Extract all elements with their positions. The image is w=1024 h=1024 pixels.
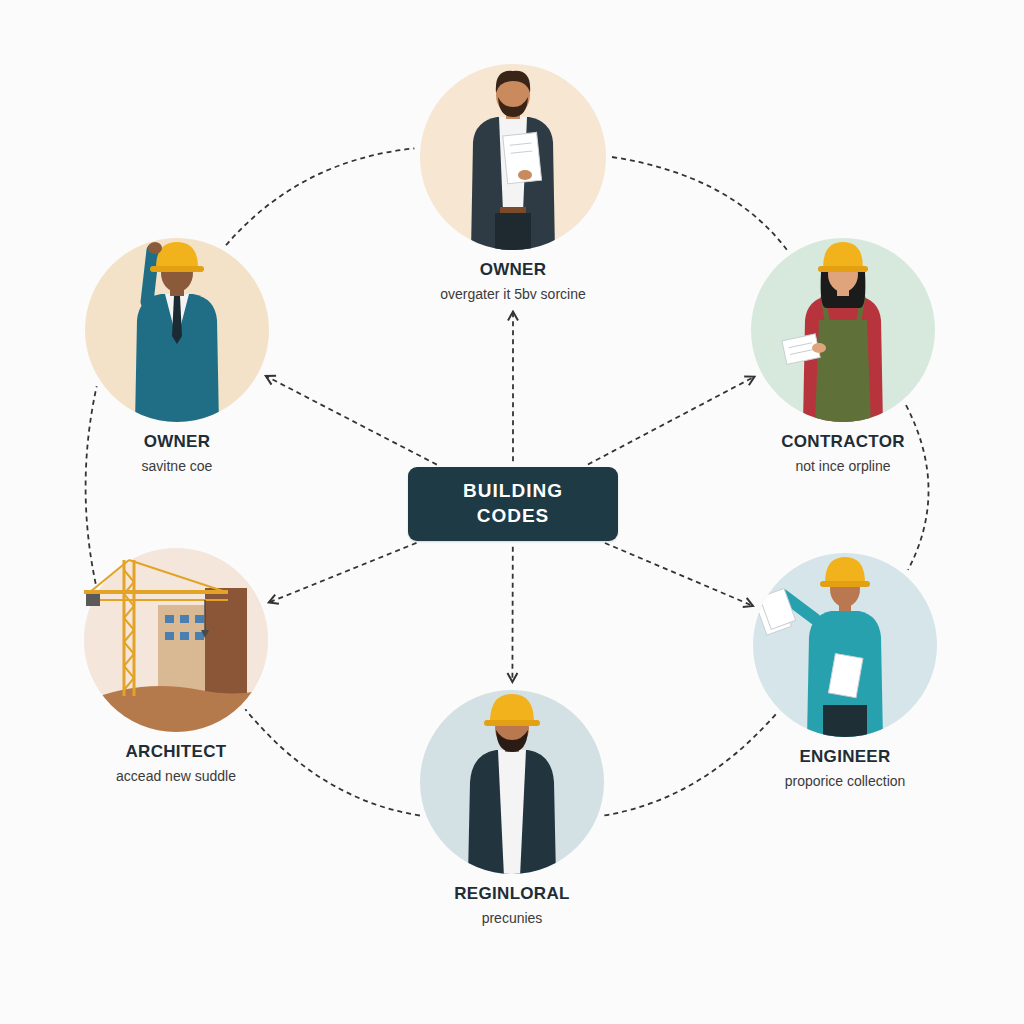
circle-shape: [420, 64, 606, 250]
dashed-arrow: [605, 543, 753, 606]
box-label: BUILDING CODES: [448, 479, 578, 528]
dashed-arrow: [588, 377, 755, 465]
circle-shape: [84, 548, 268, 732]
role-heading: ENGINEER: [735, 747, 955, 767]
dashed-arrow: [266, 376, 437, 465]
dashed-arrow: [512, 312, 514, 462]
role-description: overgater it 5bv sorcine: [403, 285, 623, 303]
dashed-link: [86, 386, 97, 584]
role-description: savitne coe: [67, 457, 287, 475]
circle-fill: [751, 238, 935, 422]
dashed-link: [604, 714, 776, 815]
role-circle: ARCHITECT accead new suddle: [66, 548, 286, 786]
circle-shape: [420, 690, 604, 874]
construction-scene: [84, 548, 270, 735]
role-description: not ince orpline: [733, 457, 953, 475]
circle-fill: [420, 64, 606, 250]
role-circle: CONTRACTOR not ince orpline: [733, 238, 953, 476]
role-circle: REGINLORAL precunies: [402, 690, 622, 928]
circle-shape: [85, 238, 269, 422]
role-heading: OWNER: [67, 432, 287, 452]
role-heading: REGINLORAL: [402, 884, 622, 904]
role-description: proporice collection: [735, 772, 955, 790]
role-heading: CONTRACTOR: [733, 432, 953, 452]
role-circle: OWNER savitne coe: [67, 238, 287, 476]
role-heading: OWNER: [403, 260, 623, 280]
role-circle: OWNER overgater it 5bv sorcine: [403, 64, 623, 304]
dashed-arrow: [269, 543, 417, 603]
circle-fill: [85, 238, 269, 422]
circle-shape: [751, 238, 935, 422]
dashed-link: [612, 157, 787, 250]
process-box: BUILDING CODES: [408, 467, 618, 540]
dashed-arrow: [512, 547, 514, 682]
circle-fill: [84, 548, 268, 732]
circle-fill: [753, 553, 937, 737]
role-circle: ENGINEER proporice collection: [735, 553, 955, 791]
role-heading: ARCHITECT: [66, 742, 286, 762]
dashed-link: [906, 405, 929, 570]
dashed-link: [226, 148, 414, 245]
dashed-link: [245, 709, 420, 815]
circle-shape: [753, 553, 937, 737]
role-description: accead new suddle: [66, 767, 286, 785]
role-description: precunies: [402, 909, 622, 927]
circle-fill: [420, 690, 604, 874]
